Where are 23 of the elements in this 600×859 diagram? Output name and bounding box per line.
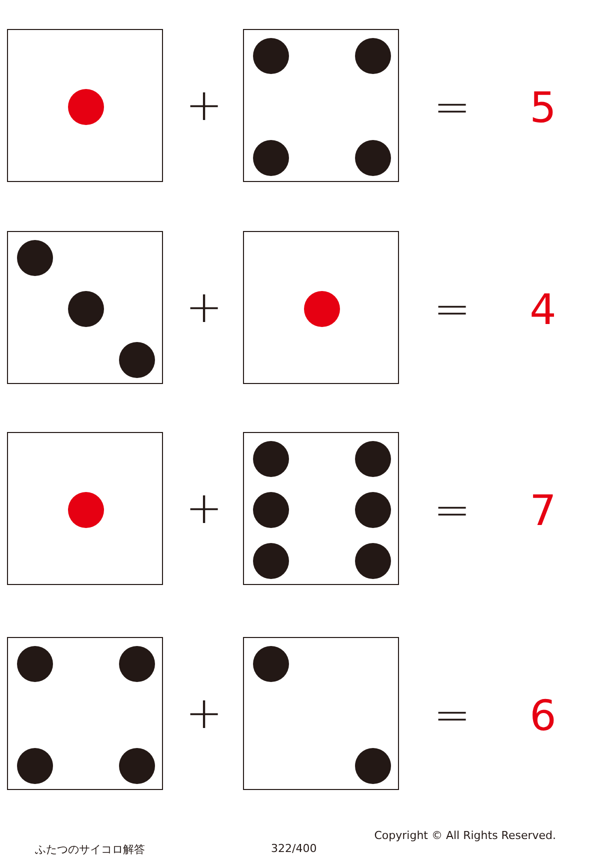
plus-sign: + [184, 692, 224, 736]
page-number: 322/400 [271, 842, 317, 855]
worksheet-title: ふたつのサイコロ解答 [35, 842, 145, 857]
die-face [7, 29, 163, 182]
equals-sign: = [432, 86, 472, 130]
equals-sign: = [432, 694, 472, 738]
die-face [7, 637, 163, 790]
answer-number: 4 [528, 289, 558, 331]
plus-sign: + [184, 84, 224, 128]
die-face [243, 432, 399, 585]
die-face [243, 231, 399, 384]
die-face [243, 29, 399, 182]
plus-sign: + [184, 487, 224, 531]
plus-sign: + [184, 286, 224, 330]
die-face [7, 432, 163, 585]
equals-sign: = [432, 288, 472, 332]
answer-number: 5 [528, 87, 558, 129]
answer-number: 6 [528, 695, 558, 737]
answer-number: 7 [528, 490, 558, 532]
die-face [243, 637, 399, 790]
copyright-notice: Copyright © All Rights Reserved. [374, 829, 556, 842]
equals-sign: = [432, 489, 472, 533]
die-face [7, 231, 163, 384]
